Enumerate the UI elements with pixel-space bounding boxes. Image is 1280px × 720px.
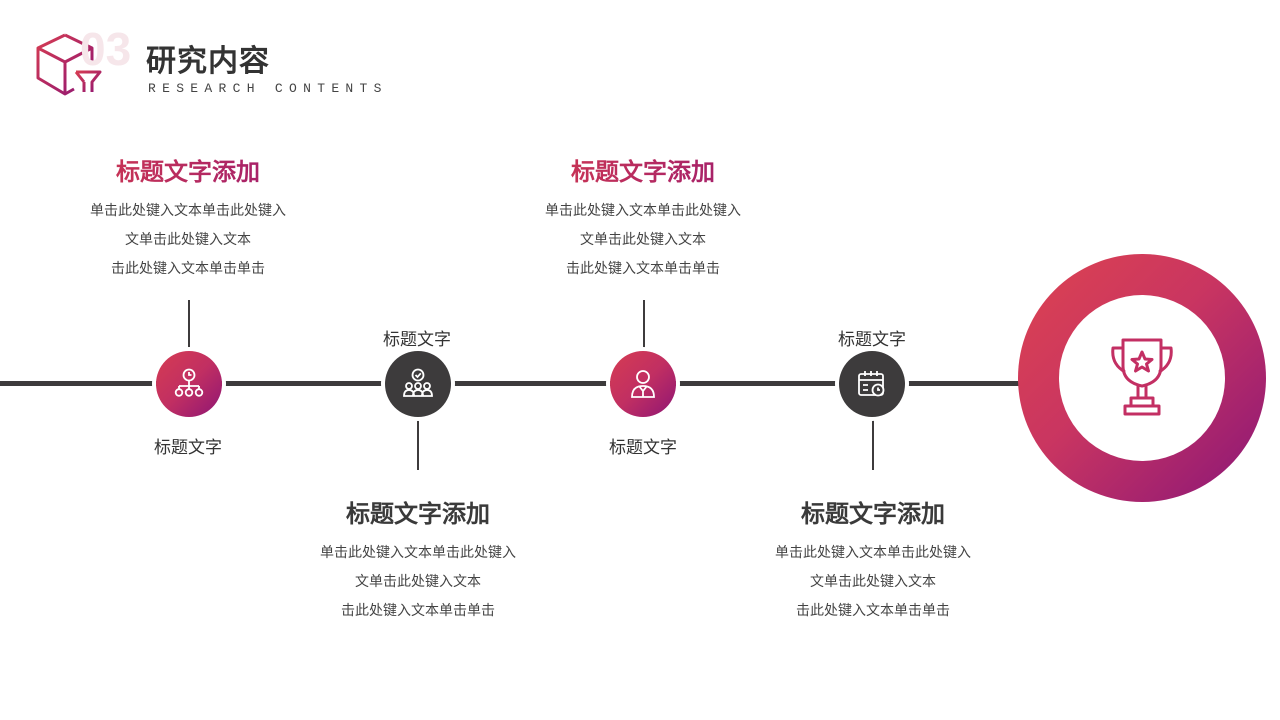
- block-title: 标题文字添加: [513, 152, 773, 187]
- person-icon: [631, 370, 655, 398]
- page-title: 研究内容: [146, 44, 270, 79]
- node-label-4: 标题文字: [838, 330, 906, 350]
- team-check-icon: [403, 368, 433, 397]
- timeline-node-3[interactable]: [610, 351, 676, 417]
- block-line: 单击此处键入文本单击此处键入: [90, 203, 286, 219]
- section-number: 03: [80, 23, 132, 75]
- connector-2: [417, 418, 419, 470]
- block-line: 文单击此处键入文本: [355, 574, 481, 590]
- timeline-line: [0, 381, 1030, 386]
- timeline-node-4[interactable]: [839, 351, 905, 417]
- block-title: 标题文字添加: [346, 500, 490, 528]
- block-line: 击此处键入文本单击单击: [796, 603, 950, 619]
- text-block-1: 标题文字添加 单击此处键入文本单击此处键入 文单击此处键入文本 击此处键入文本单…: [58, 152, 318, 284]
- block-line: 单击此处键入文本单击此处键入: [775, 545, 971, 561]
- text-block-2: 标题文字添加 单击此处键入文本单击此处键入 文单击此处键入文本 击此处键入文本单…: [288, 494, 548, 626]
- org-chart-clock-icon: [174, 368, 204, 397]
- block-line: 单击此处键入文本单击此处键入: [320, 545, 516, 561]
- block-title: 标题文字添加: [58, 152, 318, 187]
- trophy-icon: [1111, 338, 1173, 416]
- block-line: 单击此处键入文本单击此处键入: [545, 203, 741, 219]
- block-line: 文单击此处键入文本: [125, 232, 251, 248]
- page-subtitle: RESEARCH CONTENTS: [148, 81, 388, 96]
- timeline-node-2[interactable]: [385, 351, 451, 417]
- node-label-1: 标题文字: [154, 438, 222, 458]
- block-line: 击此处键入文本单击单击: [341, 603, 495, 619]
- calendar-clock-icon: [858, 371, 885, 397]
- connector-4: [872, 418, 874, 470]
- block-line: 文单击此处键入文本: [810, 574, 936, 590]
- block-line: 文单击此处键入文本: [580, 232, 706, 248]
- node-label-2: 标题文字: [383, 330, 451, 350]
- timeline-node-1[interactable]: [156, 351, 222, 417]
- block-line: 击此处键入文本单击单击: [111, 261, 265, 277]
- connector-3: [643, 300, 645, 350]
- text-block-3: 标题文字添加 单击此处键入文本单击此处键入 文单击此处键入文本 击此处键入文本单…: [513, 152, 773, 284]
- block-line: 击此处键入文本单击单击: [566, 261, 720, 277]
- text-block-4: 标题文字添加 单击此处键入文本单击此处键入 文单击此处键入文本 击此处键入文本单…: [743, 494, 1003, 626]
- node-label-3: 标题文字: [609, 438, 677, 458]
- goal-ring: [1018, 254, 1266, 502]
- connector-1: [188, 300, 190, 350]
- cube-funnel-icon: [34, 32, 104, 98]
- block-title: 标题文字添加: [801, 500, 945, 528]
